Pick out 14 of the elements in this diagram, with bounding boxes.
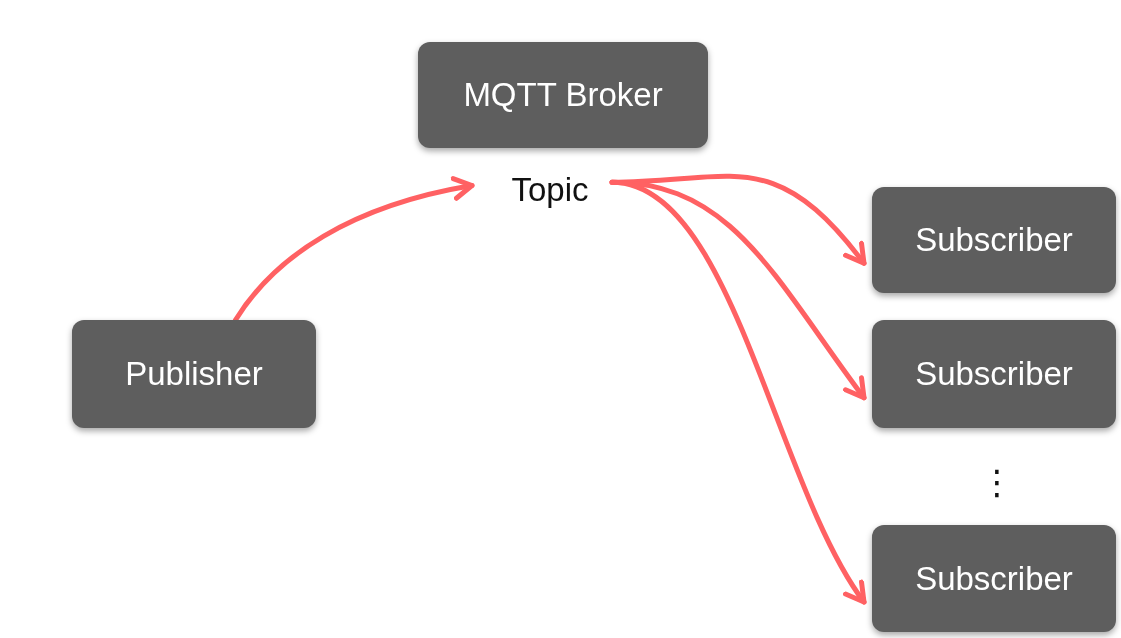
process-box bbox=[872, 525, 1116, 632]
process-box bbox=[72, 320, 316, 428]
arrow bbox=[233, 176, 475, 323]
process-box bbox=[418, 42, 708, 148]
box-label: Publisher bbox=[125, 355, 263, 393]
box-label: MQTT Broker bbox=[463, 76, 663, 114]
box-label: Subscriber bbox=[915, 355, 1073, 393]
topic-label: Topic bbox=[511, 171, 589, 209]
process-box bbox=[872, 320, 1116, 428]
box-label: Subscriber bbox=[915, 559, 1073, 598]
ellipsis: ⋮ bbox=[980, 462, 1014, 502]
process-box bbox=[872, 187, 1116, 293]
arrow bbox=[609, 179, 867, 605]
box-label: Subscriber bbox=[915, 221, 1073, 259]
